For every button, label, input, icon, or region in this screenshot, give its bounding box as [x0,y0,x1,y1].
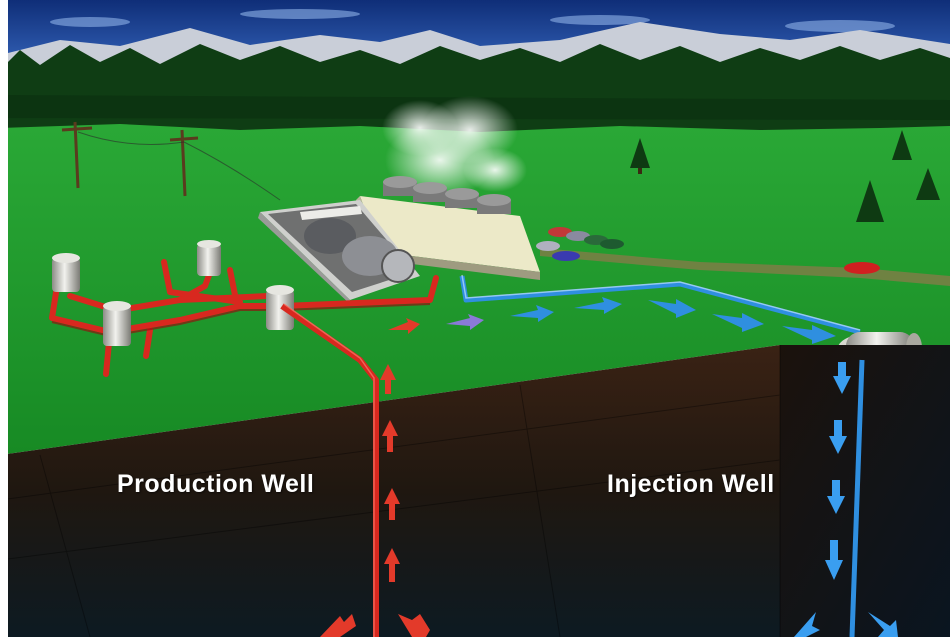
steam-plume [382,96,527,198]
pine-trees [630,130,940,222]
injection-well-label: Injection Well [607,470,775,498]
separator-tanks [52,240,294,346]
surface-flow-arrows [388,297,836,344]
red-arrow-up-icon [320,364,430,637]
soil-right-face [780,345,950,637]
power-poles [61,121,199,197]
blue-arrow-down-icon [794,362,898,637]
dirt-road [540,248,950,286]
grass-field [0,124,950,455]
injection-well-pipe [849,359,865,637]
production-well-label: Production Well [117,470,315,498]
parked-cars [536,227,880,274]
turbine-building [258,200,420,306]
soil-front-face [0,345,780,637]
clouds [50,9,895,32]
